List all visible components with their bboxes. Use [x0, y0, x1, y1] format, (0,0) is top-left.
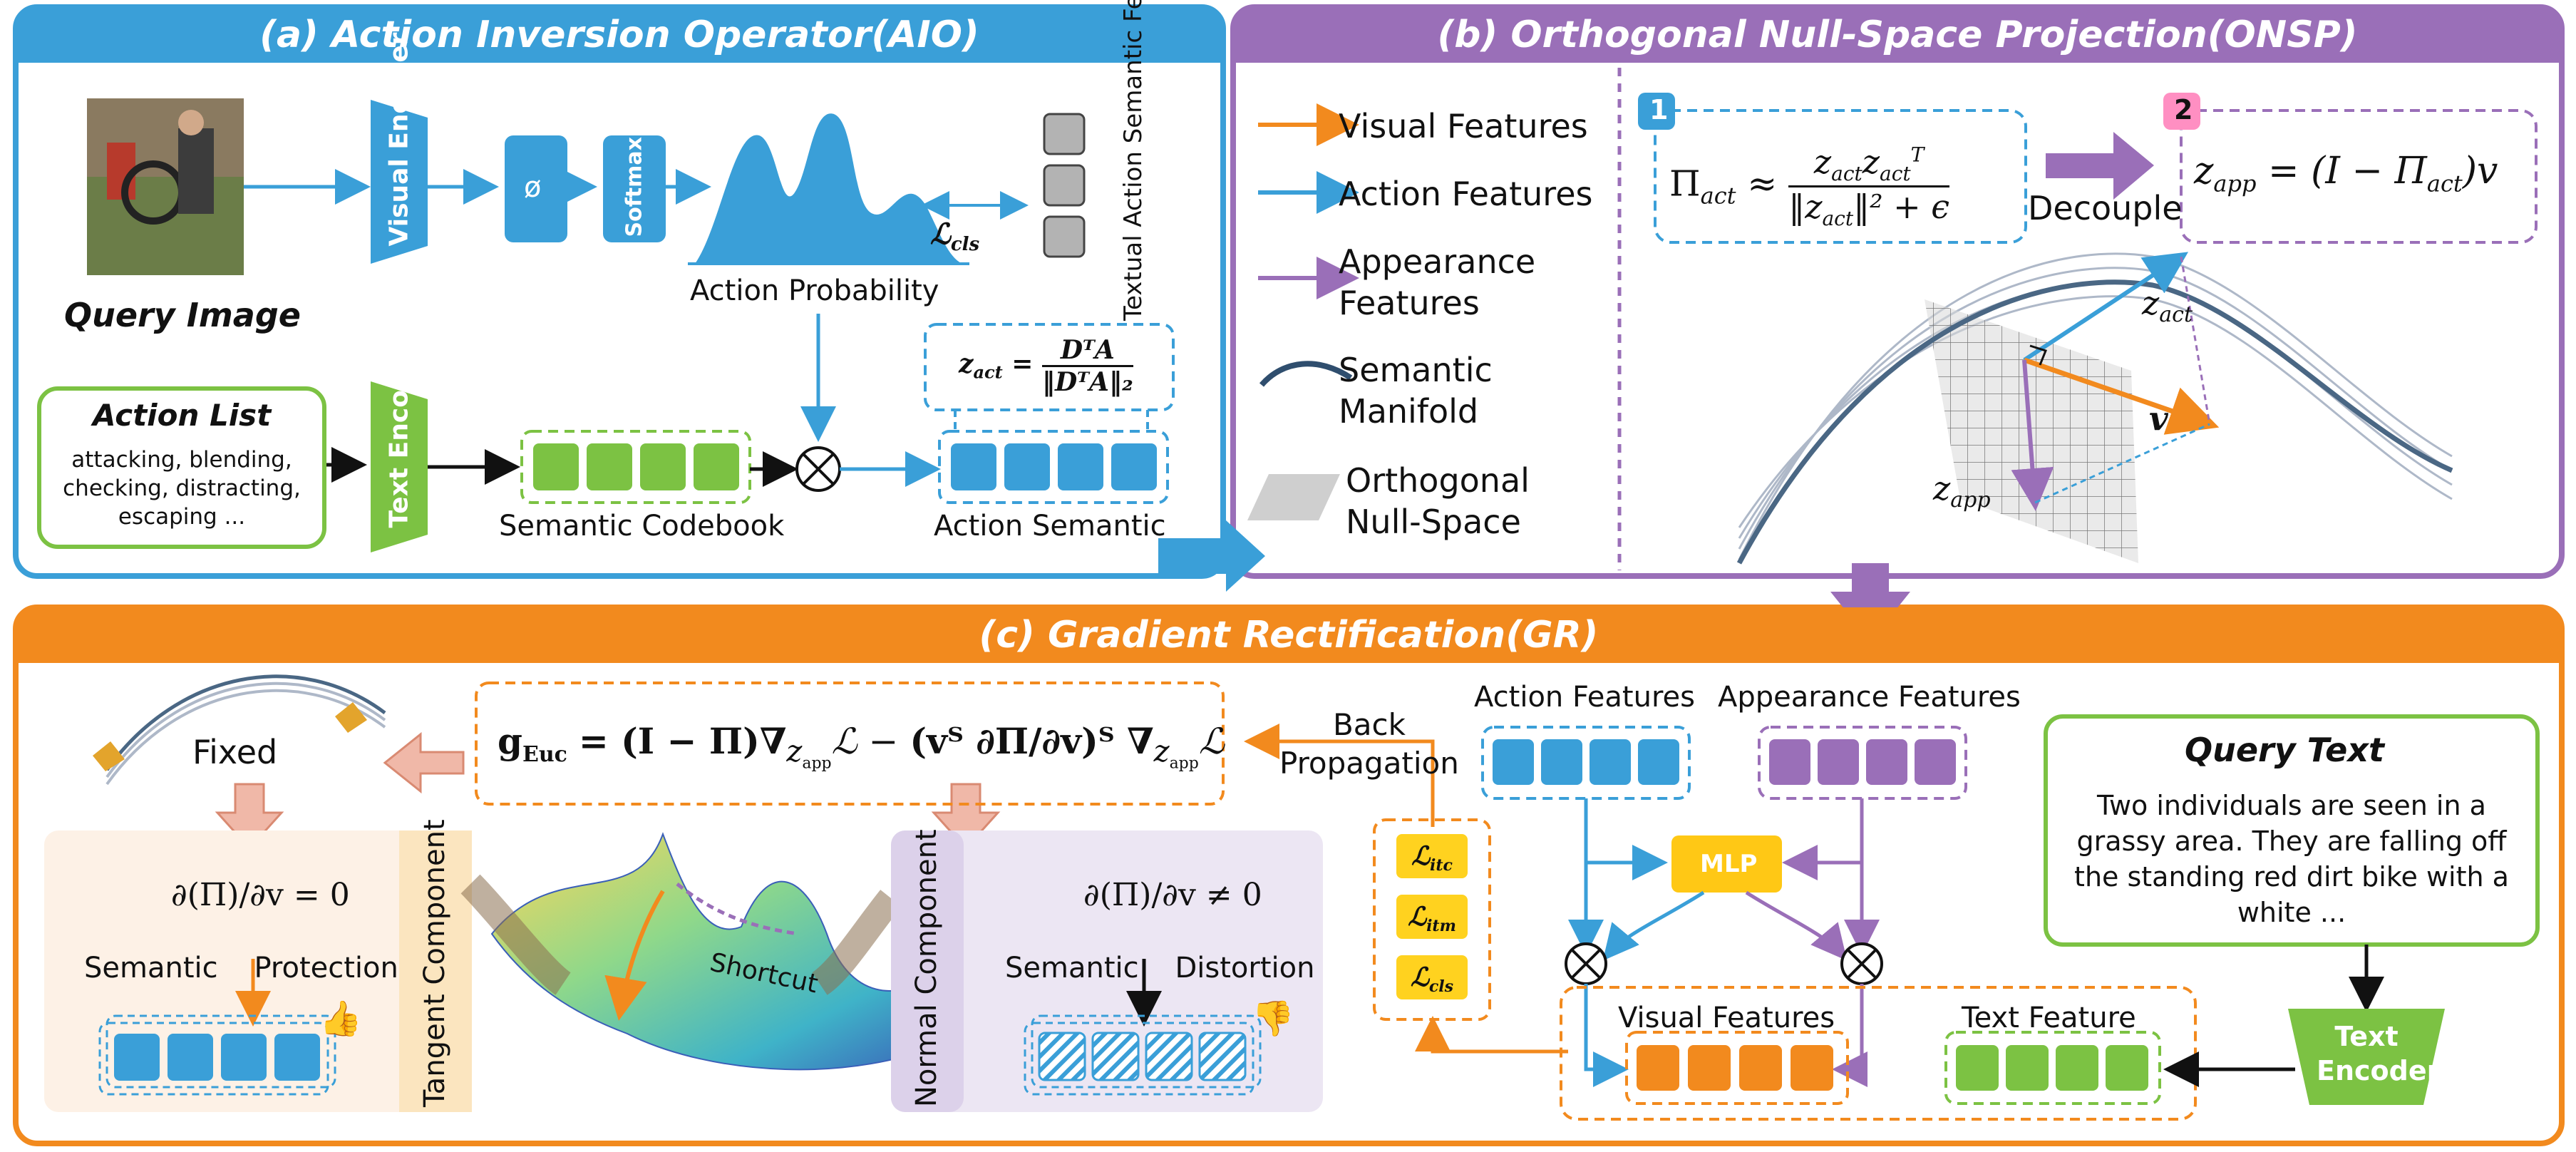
legend-action-features: Action Features — [1339, 175, 1593, 213]
decouple-label: Decouple — [2028, 189, 2183, 227]
protected-cell — [274, 1034, 320, 1081]
normal-equation: ∂(Π)/∂v ≠ 0 — [1083, 877, 1262, 913]
manifold-illustration — [1736, 252, 2453, 565]
semantic-distortion-label: Semantic Distortion — [1005, 952, 1315, 984]
vector-z-app-label: zapp — [1933, 469, 1991, 513]
action-semantic-cell — [1004, 443, 1050, 490]
query-text-title: Query Text — [2185, 731, 2385, 769]
fixed-label: Fixed — [192, 733, 278, 771]
action-feature-cell — [1541, 739, 1582, 785]
tangent-equation: ∂(Π)/∂v = 0 — [171, 877, 350, 913]
step-2-badge: 2 — [2174, 94, 2193, 125]
action-feature-cell — [1493, 739, 1534, 785]
panel-b-title: (b) Orthogonal Null-Space Projection(ONS… — [1233, 7, 2562, 63]
action-semantic-label: Action Semantic — [934, 510, 1166, 542]
action-semantic-cell — [951, 443, 996, 490]
visual-feature-cell — [1637, 1045, 1679, 1091]
visual-feature-cell — [1688, 1045, 1731, 1091]
action-list-item: escaping ... — [118, 504, 246, 530]
z-act-formula: zact = DᵀΑ ‖DᵀΑ‖₂ — [959, 335, 1133, 397]
visual-features-label: Visual Features — [1618, 1002, 1835, 1034]
semantic-protection-label: Semantic Protection — [84, 952, 398, 984]
softmax-label: Softmax — [622, 137, 647, 237]
visual-feature-cell — [1739, 1045, 1782, 1091]
protected-cell — [114, 1034, 160, 1081]
appearance-equation: zapp = (I − Πact)v — [2194, 150, 2498, 197]
loss-cls-label: ℒcls — [930, 217, 980, 255]
legend-null-space: Orthogonal Null-Space — [1346, 461, 1530, 541]
appearance-feature-cell — [1818, 739, 1859, 785]
textual-feature-label: Textual Action Semantic Feature — [1119, 0, 1148, 321]
codebook-cell — [533, 443, 579, 490]
tangent-component-label: Tangent Component — [418, 819, 451, 1107]
query-image-label: Query Image — [64, 296, 301, 334]
action-probability-label: Action Probability — [690, 274, 939, 307]
projection-equation: Πact ≈ zactzactT ‖zact‖² + ϵ — [1669, 143, 1950, 231]
protected-cell — [221, 1034, 267, 1081]
back-propagation-label: Back Propagation — [1279, 707, 1459, 781]
visual-feature-cell — [1791, 1045, 1833, 1091]
action-list-item: checking, distracting, — [63, 475, 301, 501]
codebook-cell — [587, 443, 632, 490]
panel-c-title: (c) Gradient Rectification(GR) — [16, 607, 2562, 663]
action-list-title: Action List — [93, 398, 272, 433]
appearance-feature-cell — [1769, 739, 1810, 785]
protected-cell — [168, 1034, 213, 1081]
step-1-badge: 1 — [1649, 94, 1669, 125]
vector-v-label: v — [2149, 399, 2168, 438]
panel-a-title: (a) Action Inversion Operator(AIO) — [16, 7, 1223, 63]
codebook-cell — [694, 443, 739, 490]
normal-component-label: Normal Component — [910, 829, 943, 1107]
query-text-body: Two individuals are seen in a grassy are… — [2074, 790, 2509, 928]
action-features-label: Action Features — [1474, 681, 1695, 714]
loss-cls: ℒcls — [1396, 955, 1468, 999]
action-list-item: attacking, blending, — [71, 447, 292, 473]
action-semantic-cell — [1111, 443, 1157, 490]
appearance-feature-cell — [1866, 739, 1907, 785]
appearance-features-label: Appearance Features — [1718, 681, 2021, 714]
legend-semantic-manifold: Semantic Manifold — [1339, 351, 1493, 431]
loss-itc: ℒitc — [1396, 834, 1468, 878]
action-list-items: attacking, blending, checking, distracti… — [50, 446, 314, 531]
codebook-cell — [640, 443, 686, 490]
text-feature-cell — [2056, 1045, 2098, 1091]
vector-z-act-label: zact — [2142, 284, 2193, 328]
action-feature-cell — [1638, 739, 1679, 785]
mlp-label: MLP — [1700, 850, 1758, 878]
legend-appearance-features: Appearance Features — [1339, 242, 1536, 322]
appearance-feature-cell — [1915, 739, 1956, 785]
phi-label: ø — [524, 171, 542, 204]
text-feature-cell — [2006, 1045, 2049, 1091]
text-feature-cell — [1956, 1045, 1999, 1091]
text-encoder-label: Text Encoder — [384, 341, 414, 528]
text-feature-cell — [2106, 1045, 2148, 1091]
legend-visual-features: Visual Features — [1339, 107, 1588, 145]
text-encoder-c-label: Text Encoder — [2317, 1021, 2441, 1086]
gradient-euc-equation: gEuc = (I − Π)∇zappℒ − (vᵀ ∂Π/∂v)ᵀ ∇zapp… — [498, 720, 1225, 773]
semantic-codebook-label: Semantic Codebook — [499, 510, 785, 542]
loss-itm: ℒitm — [1396, 895, 1468, 939]
text-feature-label: Text Feature — [1962, 1002, 2136, 1034]
distorted-cells — [1038, 1032, 1247, 1081]
action-feature-cell — [1590, 739, 1631, 785]
thumbs-up-icon: 👍 — [319, 999, 362, 1039]
visual-encoder-label: Visual Encoder — [384, 32, 414, 247]
action-semantic-cell — [1058, 443, 1103, 490]
thumbs-down-icon: 👎 — [1252, 999, 1294, 1039]
